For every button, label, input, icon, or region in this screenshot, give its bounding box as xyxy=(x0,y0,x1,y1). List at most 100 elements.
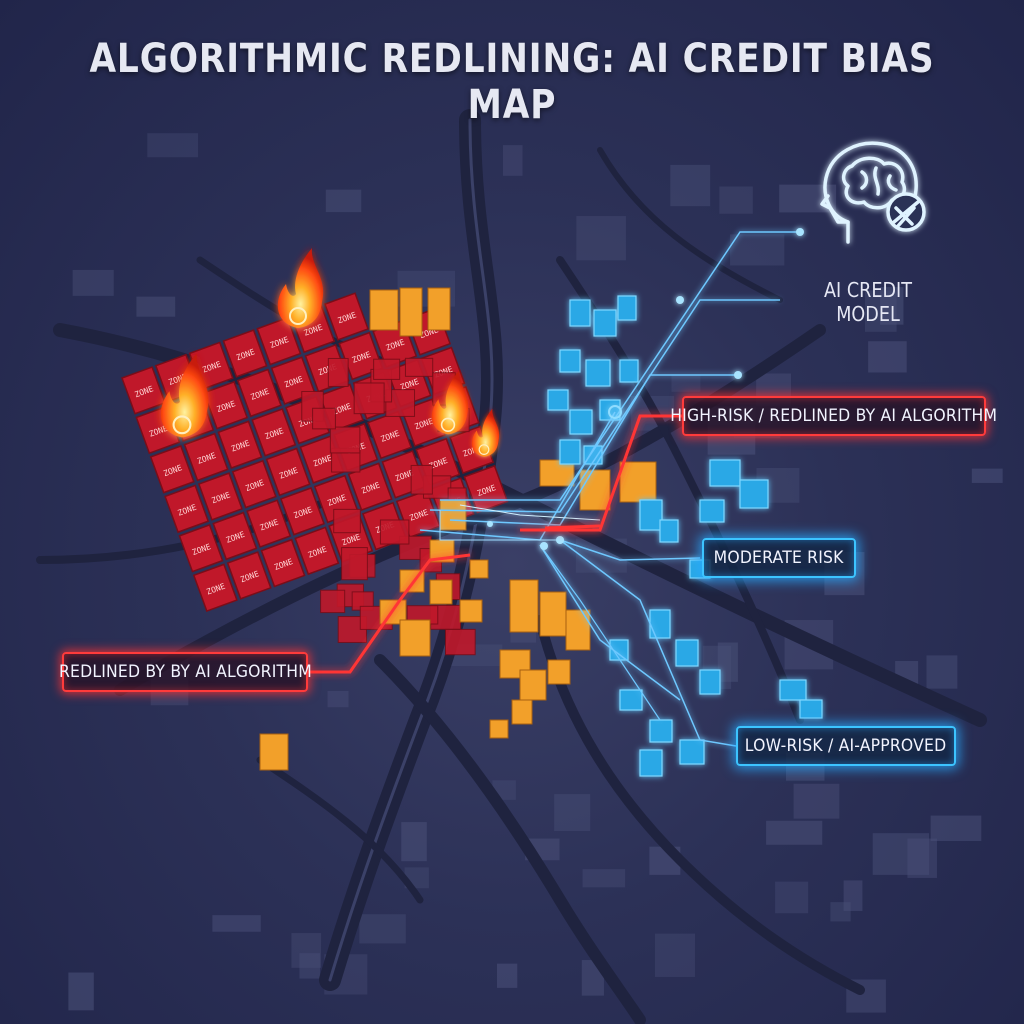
background-block xyxy=(843,880,863,911)
low-risk-callout: LOW-RISK / AI-APPROVED xyxy=(736,726,956,766)
background-block xyxy=(502,145,523,176)
low-risk-block xyxy=(679,739,705,765)
background-block xyxy=(880,287,904,325)
fire-icon xyxy=(431,370,469,435)
fire-icons xyxy=(160,248,500,457)
moderate-block xyxy=(511,699,533,725)
moderate-risk-callout: MODERATE RISK xyxy=(702,538,856,578)
background-block xyxy=(864,290,897,332)
low-risk-block xyxy=(639,499,663,531)
low-risk-block xyxy=(739,479,769,509)
redlined-block xyxy=(320,589,346,614)
background-block xyxy=(907,838,937,878)
ai-network-lines xyxy=(419,231,800,747)
moderate-block xyxy=(509,579,539,633)
redlined-block xyxy=(192,563,238,613)
background-block xyxy=(766,820,823,845)
low-risk-block xyxy=(799,699,823,719)
low-risk-block xyxy=(559,349,581,373)
ai-network-nodes xyxy=(487,228,804,550)
low-risk-block xyxy=(639,749,663,777)
redlined-block xyxy=(379,519,410,545)
background-block xyxy=(971,468,1003,483)
background-block xyxy=(670,164,711,207)
redlined-block xyxy=(236,368,282,418)
low-risk-block xyxy=(709,459,741,487)
moderate-block xyxy=(579,469,611,511)
moderate-block xyxy=(619,461,657,503)
low-risk-block xyxy=(675,639,699,667)
background-block xyxy=(872,833,930,875)
background-block xyxy=(719,186,753,214)
redlined-block xyxy=(222,329,268,378)
redlined-block xyxy=(231,459,277,509)
background-block xyxy=(793,783,840,819)
low-risk-block xyxy=(609,639,629,661)
redlined-block xyxy=(260,538,306,588)
background-block xyxy=(926,655,958,689)
ai-model-label-line1: AI CREDIT xyxy=(824,278,912,302)
redlined-block xyxy=(226,551,272,600)
background-block xyxy=(136,296,176,317)
redlined-block xyxy=(279,487,325,536)
low-risk-block xyxy=(617,295,637,321)
background-block xyxy=(359,914,406,944)
redlined-block xyxy=(373,358,401,380)
high-risk-callout: HIGH-RISK / REDLINED BY AI ALGORITHM xyxy=(671,396,997,436)
background-block xyxy=(868,341,907,373)
redlined-block xyxy=(164,484,210,534)
low-risk-block xyxy=(649,719,673,743)
redlined-block xyxy=(367,410,413,460)
map-title: ALGORITHMIC REDLINING: AI CREDIT BIAS MA… xyxy=(89,36,935,128)
moderate-block xyxy=(429,579,453,605)
moderate-block xyxy=(399,619,431,657)
background-block xyxy=(299,953,320,979)
redlined-block xyxy=(265,447,311,497)
redlined-block xyxy=(203,380,249,430)
moderate-block xyxy=(369,289,399,331)
redlined-block xyxy=(329,426,361,454)
background-block xyxy=(401,822,427,862)
redline-connectors xyxy=(308,414,682,674)
moderate-block xyxy=(469,559,489,579)
low-risk-block xyxy=(649,609,671,639)
redlined-block xyxy=(347,462,393,511)
redlined-block xyxy=(410,464,433,495)
high-risk-callout-text: HIGH-RISK / REDLINED BY AI ALGORITHM xyxy=(670,406,998,426)
background-block xyxy=(554,794,591,831)
moderate-block xyxy=(519,669,547,701)
background-block xyxy=(730,234,785,266)
redlined-block xyxy=(149,445,195,494)
background-block xyxy=(327,690,349,708)
redlined-block xyxy=(251,408,297,457)
low-risk-block xyxy=(547,389,569,411)
background-block xyxy=(930,815,982,841)
low-risk-block xyxy=(593,309,617,337)
redlined-block xyxy=(385,389,416,417)
background-block xyxy=(576,216,626,261)
fire-icon xyxy=(471,408,500,457)
redlined-block xyxy=(121,366,167,415)
redlined-block xyxy=(178,523,224,573)
background-block xyxy=(68,972,94,1011)
background-block xyxy=(654,933,695,977)
low-risk-callout-text: LOW-RISK / AI-APPROVED xyxy=(745,736,947,756)
redlined-block xyxy=(246,499,292,548)
moderate-risk-callout-text: MODERATE RISK xyxy=(714,548,844,568)
low-risk-block xyxy=(659,519,679,543)
background-block xyxy=(212,915,261,932)
background-block xyxy=(775,881,809,914)
ai-credit-model-label: AI CREDIT MODEL xyxy=(800,278,936,326)
redlined-block xyxy=(256,316,302,366)
redlined-block xyxy=(341,547,368,581)
redlined-callout: REDLINED BY BY AI ALGORITHM xyxy=(59,652,311,692)
background-block xyxy=(717,642,738,682)
fire-icon xyxy=(277,248,324,328)
low-risk-block xyxy=(619,359,639,383)
moderate-risk-district xyxy=(259,287,657,771)
redlined-block xyxy=(444,628,476,656)
brain-head-icon xyxy=(820,141,926,244)
low-risk-block xyxy=(619,689,643,711)
moderate-block xyxy=(439,499,467,531)
background-block xyxy=(582,869,626,888)
